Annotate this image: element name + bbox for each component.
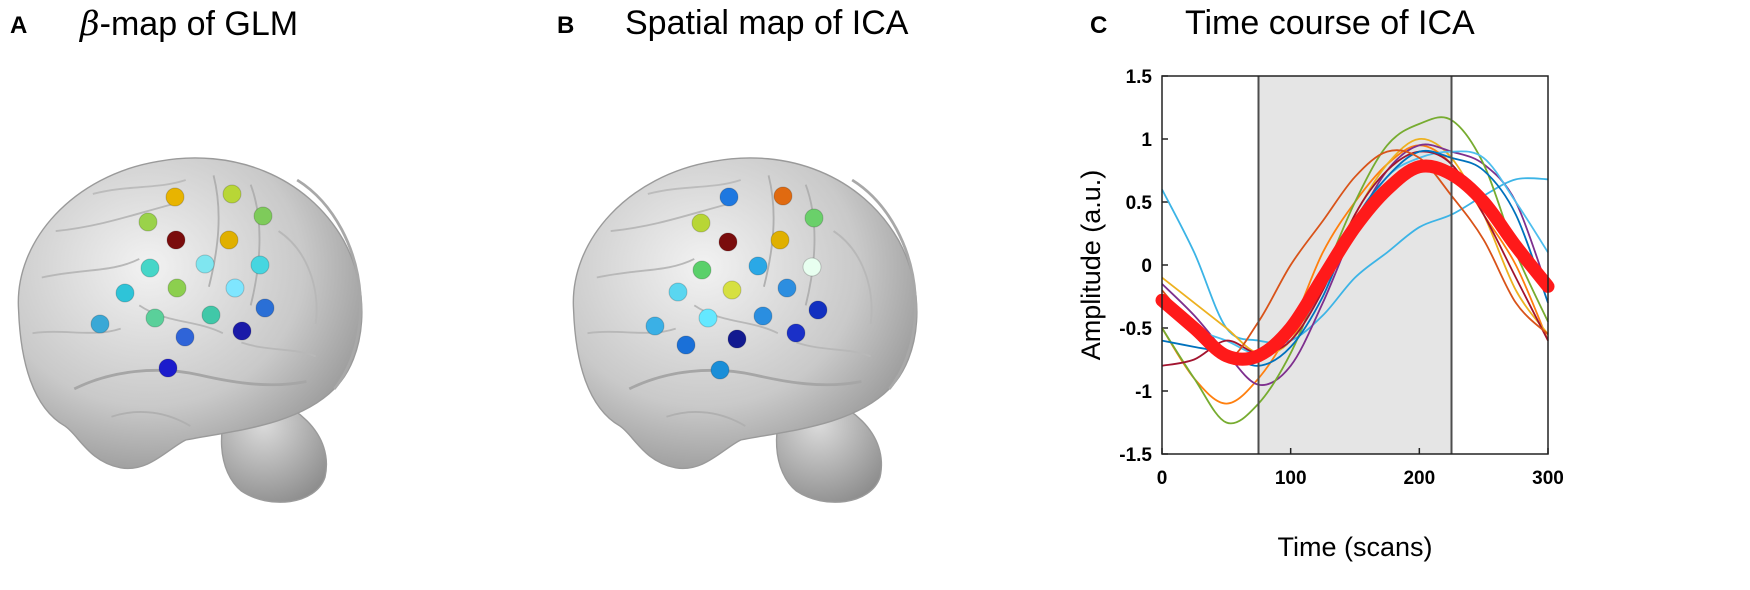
- brain-b-electrode-2: [773, 186, 793, 206]
- brain-b-electrode-12: [777, 278, 797, 298]
- brain-a-electrode-2: [222, 184, 242, 204]
- brain-b-electrode-5: [718, 232, 738, 252]
- brain-a-electrode-14: [145, 308, 165, 328]
- y-tick-label-3: -0.5: [1119, 319, 1152, 340]
- brain-a-electrode-3: [138, 212, 158, 232]
- panel-label-a: A: [10, 12, 28, 39]
- brain-b-electrode-18: [786, 323, 806, 343]
- brain-b-electrodes: [645, 186, 828, 380]
- brain-a-electrodes: [90, 184, 275, 378]
- brain-b-electrode-8: [748, 256, 768, 276]
- y-tick-label-2: -1: [1135, 382, 1152, 403]
- y-tick-label-7: 1.5: [1126, 67, 1153, 88]
- brain-a-electrode-8: [195, 254, 215, 274]
- brain-b-electrode-15: [753, 306, 773, 326]
- brain-b-electrode-10: [668, 282, 688, 302]
- brain-a-electrode-15: [201, 305, 221, 325]
- brain-b-electrode-11: [722, 280, 742, 300]
- brain-b-image: [571, 156, 919, 504]
- tick-labels: 0 100 200 300 -1.5 -1 -0.5 0 0.5 1 1.5: [1119, 67, 1564, 489]
- x-axis-label: Time (scans): [1277, 532, 1432, 562]
- brain-b-electrode-9: [802, 257, 822, 277]
- x-tick-label-2: 100: [1275, 468, 1307, 489]
- y-tick-label-1: -1.5: [1119, 445, 1152, 466]
- panel-title-b: Spatial map of ICA: [625, 4, 909, 42]
- brain-a-electrode-11: [167, 278, 187, 298]
- x-tick-label-4: 300: [1532, 468, 1564, 489]
- brain-b-electrode-20: [710, 360, 730, 380]
- brain-a: [16, 156, 364, 504]
- brain-b-electrode-7: [692, 260, 712, 280]
- panel-label-c: C: [1090, 12, 1108, 39]
- brain-b-electrode-1: [719, 187, 739, 207]
- brain-b-electrode-19: [676, 335, 696, 355]
- brain-a-electrode-9: [250, 255, 270, 275]
- time-course-chart: 0 100 200 300 -1.5 -1 -0.5 0 0.5 1 1.5 Time (scans…: [1076, 67, 1564, 562]
- series-line-7: [1161, 150, 1549, 367]
- brain-a-electrode-19: [158, 358, 178, 378]
- brain-b-electrode-3: [691, 213, 711, 233]
- panel-title-c: Time course of ICA: [1185, 4, 1475, 42]
- brain-b-electrode-13: [645, 316, 665, 336]
- stimulus-block-shading: [1258, 76, 1452, 454]
- y-tick-label-6: 1: [1141, 130, 1152, 151]
- panel-title-a-text: -map of GLM: [99, 5, 299, 43]
- brain-a-electrode-13: [90, 314, 110, 334]
- series-line-5: [1161, 116, 1549, 425]
- brain-b: [571, 156, 919, 504]
- brain-b-electrode-17: [727, 329, 747, 349]
- panel-label-b: B: [557, 12, 575, 39]
- axes-box: [1161, 75, 1549, 455]
- brain-a-electrode-4: [253, 206, 273, 226]
- brain-a-electrode-18: [232, 321, 252, 341]
- y-tick-label-5: 0.5: [1126, 193, 1153, 214]
- panel-title-a: β-map of GLM: [80, 4, 298, 44]
- brain-a-electrode-5: [166, 230, 186, 250]
- beta-symbol: β: [80, 4, 100, 44]
- brain-a-electrode-17: [175, 327, 195, 347]
- brain-a-electrode-6: [219, 230, 239, 250]
- brain-b-electrode-16: [808, 300, 828, 320]
- brain-a-electrode-10: [115, 283, 135, 303]
- mean-time-course-line: [1155, 159, 1555, 366]
- y-tick-label-4: 0: [1141, 256, 1152, 277]
- y-axis-label: Amplitude (a.u.): [1076, 170, 1106, 361]
- brain-a-electrode-1: [165, 187, 185, 207]
- x-tick-label-1: 0: [1157, 468, 1168, 489]
- brain-a-electrode-16: [255, 298, 275, 318]
- brain-b-electrode-14: [698, 308, 718, 328]
- brain-b-electrode-4: [804, 208, 824, 228]
- brain-a-electrode-7: [140, 258, 160, 278]
- x-tick-label-3: 200: [1403, 468, 1435, 489]
- brain-b-electrode-6: [770, 230, 790, 250]
- brain-a-electrode-12: [225, 278, 245, 298]
